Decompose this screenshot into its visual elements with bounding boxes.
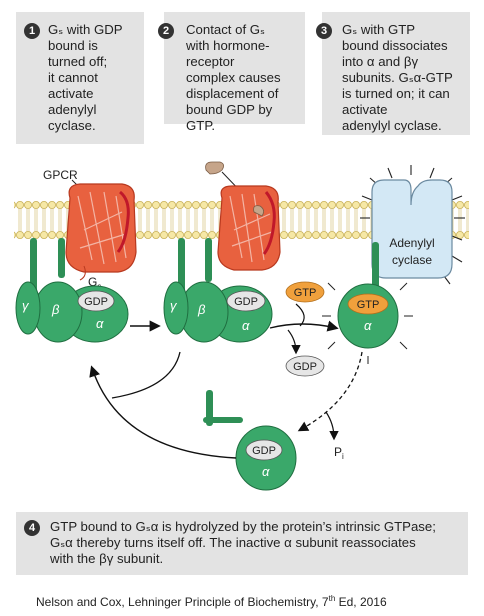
gs-alpha-gtp-active: GTP α <box>322 242 413 364</box>
alpha-anchor <box>372 242 379 288</box>
gdp-badge <box>226 290 266 312</box>
step-2-text: Contact of Gₛ with hormone- receptor com… <box>186 22 281 134</box>
gpcr-red-loop <box>116 190 130 253</box>
gs-complex-1: Gs γ β α GDP <box>15 238 129 343</box>
arrow-reassociation <box>89 365 237 459</box>
beta-label: β <box>197 302 206 317</box>
step-1-line: adenylyl <box>48 102 97 117</box>
step-3-line: adenylyl cyclase. <box>342 118 442 133</box>
alpha-anchor <box>205 238 212 282</box>
step-4-number: 4 <box>24 520 40 536</box>
step-3-line: is turned on; it can <box>342 86 450 101</box>
step-1-box: 1 Gₛ with GDP bound is turned off; it ca… <box>16 12 144 144</box>
gs-alpha-gdp-inactive: GDP α <box>203 390 297 491</box>
alpha-label: α <box>96 316 104 331</box>
gdp-released-badge <box>285 355 325 377</box>
alpha-anchor <box>58 238 65 278</box>
gpcr-receptor-1: GPCR <box>43 168 137 273</box>
step-1-text: Gₛ with GDP bound is turned off; it cann… <box>48 22 123 134</box>
step-1-line: it cannot <box>48 70 98 85</box>
step-1-line: bound is <box>48 38 98 53</box>
gpcr-helices <box>77 191 127 265</box>
cyclase-label: cyclase <box>392 253 432 267</box>
alpha-label: α <box>262 464 270 479</box>
step-1-line: cyclase. <box>48 118 96 133</box>
step-1-number: 1 <box>24 23 40 39</box>
step-1-line: Gₛ with GDP <box>48 22 123 37</box>
step-2-number: 2 <box>158 23 174 39</box>
step-2-line: bound GDP by <box>186 102 273 117</box>
bound-hormone-icon <box>253 205 264 217</box>
step-3-text: Gₛ with GTP bound dissociates into α and… <box>342 22 453 134</box>
step-3-line: bound dissociates <box>342 38 448 53</box>
step-2-line: complex causes <box>186 70 281 85</box>
step-4-line: with the βγ subunit. <box>50 551 164 566</box>
step-4-text: GTP bound to Gₛα is hydrolyzed by the pr… <box>50 519 436 567</box>
step-2-line: receptor <box>186 54 235 69</box>
gpcr-body <box>217 185 281 271</box>
gamma-label: γ <box>22 298 30 313</box>
step-4-box: 4 GTP bound to Gₛα is hydrolyzed by the … <box>16 512 468 575</box>
step-2-box: 2 Contact of Gₛ with hormone- receptor c… <box>158 12 305 133</box>
gpcr-label: GPCR <box>43 168 78 182</box>
gtp-free-label: GTP <box>294 287 317 299</box>
gpcr-helices <box>229 193 273 263</box>
gamma-subunit <box>15 281 41 335</box>
adenylyl-cyclase: Adenylyl cyclase <box>360 165 465 285</box>
step-1-line: activate <box>48 86 94 101</box>
alpha-label: α <box>242 318 250 333</box>
source-credit: Nelson and Cox, Lehninger Principle of B… <box>36 594 387 609</box>
step-2-line: Contact of Gₛ <box>186 22 265 37</box>
nucleotide-exchange: GTP GDP <box>269 281 339 377</box>
step-3-number: 3 <box>316 23 332 39</box>
step-1-line: turned off; <box>48 54 108 69</box>
gs-complex-2: γ β α GDP <box>163 238 273 343</box>
step-2-line: with hormone- <box>186 38 270 53</box>
step-3-line: activate <box>342 102 388 117</box>
credit-text: Nelson and Cox, Lehninger Principle of B… <box>36 595 329 609</box>
gamma-subunit <box>163 281 189 335</box>
alpha-label: α <box>364 318 372 333</box>
gpcr-red-loop <box>262 191 276 255</box>
gtp-bound-badge <box>347 293 389 315</box>
hormone-icon <box>205 161 224 175</box>
step-2-line: displacement of <box>186 86 279 101</box>
activation-rays <box>360 165 465 285</box>
adenylyl-cyclase-shape <box>371 179 453 279</box>
gtp-free-badge <box>285 281 325 303</box>
gdp-label: GDP <box>252 445 276 457</box>
beta-label: β <box>51 302 60 317</box>
gdp-label: GDP <box>84 296 108 308</box>
arrow-step2-to-step3 <box>269 320 339 332</box>
gdp-label: GDP <box>234 296 258 308</box>
activation-rays <box>322 282 413 364</box>
credit-superscript: th <box>328 594 336 603</box>
step-4-line: Gₛα thereby turns itself off. The inacti… <box>50 535 416 550</box>
gamma-label: γ <box>170 298 178 313</box>
gdp-badge <box>77 290 115 312</box>
gdp-badge <box>245 439 283 461</box>
step-3-line: subunits. Gₛα-GTP <box>342 70 453 85</box>
step-3-line: Gₛ with GTP <box>342 22 416 37</box>
pi-label: Pi <box>334 445 344 461</box>
arrow-step3-to-step4 <box>297 351 363 432</box>
adenylyl-label: Adenylyl <box>389 236 434 250</box>
step-2-line: GTP. <box>186 118 216 133</box>
gpcr-receptor-2 <box>205 161 281 271</box>
credit-tail: Ed, 2016 <box>335 595 387 609</box>
gtp-bound-label: GTP <box>357 299 380 311</box>
beta-gamma-return-line <box>111 351 181 399</box>
gdp-released-label: GDP <box>293 361 317 373</box>
step-3-box: 3 Gₛ with GTP bound dissociates into α a… <box>316 12 470 135</box>
gtp-in-arrow <box>295 303 305 327</box>
pi-release-arrow <box>325 411 339 441</box>
gdp-out-arrow <box>287 329 301 355</box>
step-3-line: into α and βγ <box>342 54 419 69</box>
step-4-line: GTP bound to Gₛα is hydrolyzed by the pr… <box>50 519 436 534</box>
